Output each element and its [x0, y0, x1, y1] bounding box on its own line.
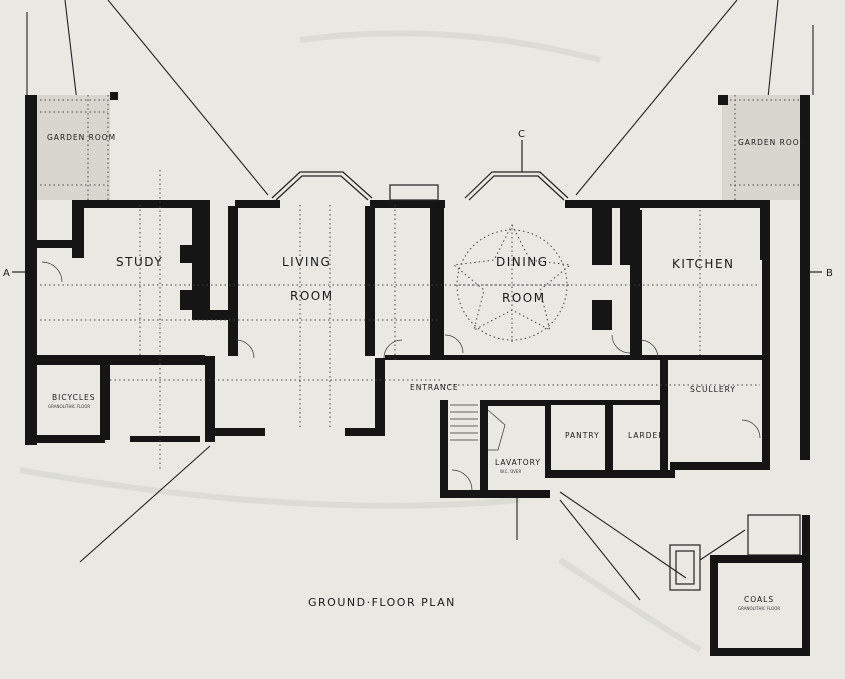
door-swings	[41, 261, 761, 491]
lavatory-label: LAVATORY	[495, 458, 541, 467]
ceiling-lines	[40, 170, 760, 470]
dining-floor-pattern	[452, 223, 572, 342]
section-marker-b: B	[826, 268, 833, 279]
coals-note: GRANOLITHIC FLOOR	[738, 606, 780, 611]
paper-texture	[19, 30, 702, 653]
coals-store	[669, 514, 810, 656]
dining-room-label-1: DINING	[496, 255, 549, 269]
lavatory-note: W.C. OVER	[500, 469, 521, 474]
stairs	[450, 404, 506, 451]
garden-room-left-label: GARDEN ROOM	[47, 133, 116, 142]
study-label: STUDY	[116, 255, 163, 269]
interior-walls	[35, 200, 765, 495]
kitchen-label: KITCHEN	[672, 257, 735, 271]
dining-room-label-2: ROOM	[502, 291, 546, 305]
living-room-label-2: ROOM	[290, 289, 334, 303]
pantry-label: PANTRY	[565, 431, 600, 440]
section-marker-a: A	[3, 268, 10, 279]
bicycles-label: BICYCLES	[52, 393, 96, 402]
entrance-label: ENTRANCE	[410, 383, 459, 392]
garden-room-right-label: GARDEN ROOM	[738, 138, 807, 147]
scullery-label: SCULLERY	[690, 385, 736, 394]
bay-windows	[271, 171, 569, 201]
bicycles-note: GRANOLITHIC FLOOR	[48, 404, 90, 409]
living-room-label-1: LIVING	[282, 255, 331, 269]
projection-lines	[26, 0, 814, 601]
garden-room-right	[718, 95, 810, 460]
coals-label: COALS	[744, 595, 774, 604]
outer-walls	[25, 200, 770, 498]
section-marker-c: C	[518, 129, 525, 140]
plan-title: GROUND·FLOOR PLAN	[308, 596, 456, 609]
larder-label: LARDER	[628, 431, 664, 440]
section-markers: A B C	[3, 129, 833, 279]
room-labels: GARDEN ROOM GARDEN ROOM STUDY LIVING ROO…	[47, 133, 807, 611]
